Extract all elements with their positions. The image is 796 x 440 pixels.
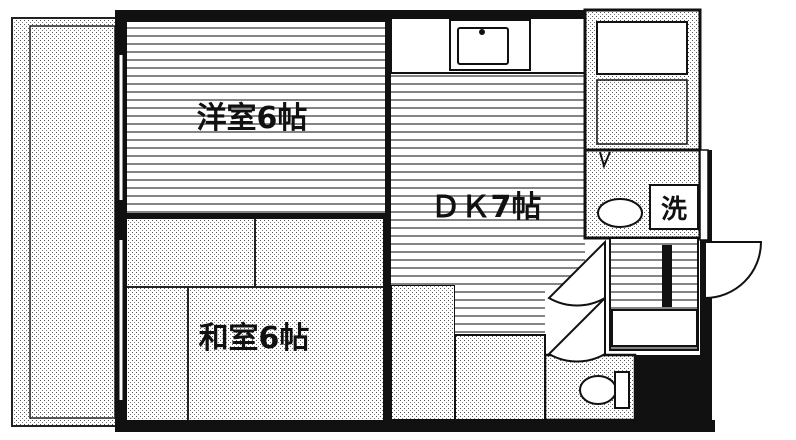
washer-space-box (649, 184, 699, 230)
sink-icon (457, 27, 509, 65)
washroom (583, 148, 709, 241)
bathtub-icon (596, 21, 688, 75)
entrance-door-icon (704, 241, 763, 300)
washer-space-label: 洗 (661, 195, 687, 225)
western-room-label: 洋室6帖 (197, 101, 308, 136)
tatami-lines (127, 219, 385, 420)
toilet-icon (579, 375, 617, 405)
door-swing-icon (547, 295, 606, 363)
storage (454, 334, 546, 421)
bathroom (583, 8, 702, 152)
shoe-cabinet (611, 309, 698, 347)
western-room (127, 22, 385, 219)
washbasin-icon (597, 198, 643, 228)
exterior-walls (115, 10, 715, 432)
doors (547, 239, 763, 363)
closet (390, 284, 456, 421)
kitchen-counter (390, 17, 586, 74)
japanese-room (127, 219, 391, 420)
toilet-room (543, 353, 705, 422)
balcony (11, 17, 118, 427)
entrance (609, 237, 699, 351)
japanese-room-label: 和室6帖 (199, 321, 310, 356)
dining-kitchen-label: ＤＫ7帖 (431, 190, 542, 225)
